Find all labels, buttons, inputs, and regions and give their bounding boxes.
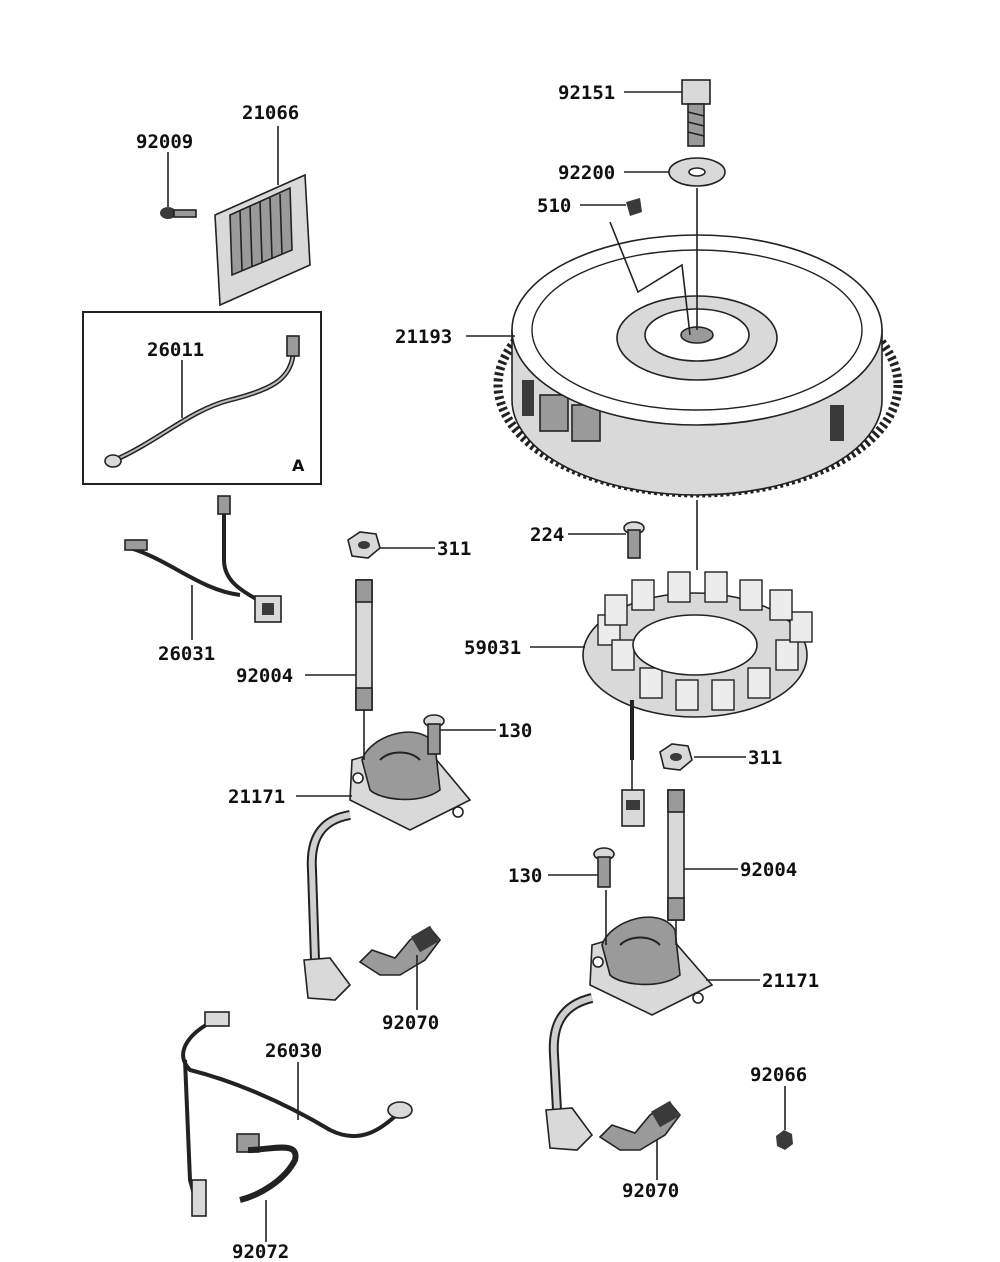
label-224: 224 [530, 524, 564, 546]
label-21171-left: 21171 [228, 786, 285, 808]
label-92151: 92151 [558, 82, 615, 104]
label-311-left: 311 [437, 538, 471, 560]
label-92070-right: 92070 [622, 1180, 679, 1202]
label-92072: 92072 [232, 1241, 289, 1262]
wire-harness-26030[interactable] [181, 1011, 413, 1217]
label-26030: 26030 [265, 1040, 322, 1062]
label-510: 510 [537, 195, 571, 217]
leader-lines [167, 91, 786, 1242]
stud-92004-left[interactable] [355, 579, 373, 711]
stud-92004-right[interactable] [667, 789, 685, 921]
regulator-21066[interactable] [214, 173, 311, 307]
nut-311-right[interactable] [659, 743, 693, 771]
ignition-coil-21171-right[interactable] [545, 916, 714, 1151]
label-21066: 21066 [242, 102, 299, 124]
flywheel-part[interactable] [493, 221, 903, 498]
inset-box-a [82, 311, 322, 485]
spark-plug-92070-left[interactable] [358, 925, 442, 976]
label-130-left: 130 [498, 720, 532, 742]
label-92004-right: 92004 [740, 859, 797, 881]
bolt-92151[interactable] [681, 79, 711, 147]
label-59031: 59031 [464, 637, 521, 659]
nut-92066[interactable] [776, 1130, 793, 1150]
label-130-right: 130 [508, 865, 542, 887]
label-21193: 21193 [395, 326, 452, 348]
screw-92009[interactable] [160, 207, 197, 219]
inset-letter-a: A [292, 456, 305, 475]
wire-harness-26011[interactable] [104, 335, 300, 468]
bolt-130-left[interactable] [423, 714, 445, 755]
label-92200: 92200 [558, 162, 615, 184]
ignition-coil-21171-left[interactable] [303, 731, 472, 1001]
bolt-130-right[interactable] [593, 847, 615, 888]
wire-harness-26031[interactable] [124, 495, 282, 623]
label-92070-left: 92070 [382, 1012, 439, 1034]
label-92004-left: 92004 [236, 665, 293, 687]
label-311-right: 311 [748, 747, 782, 769]
label-92009: 92009 [136, 131, 193, 153]
nut-311-left[interactable] [347, 531, 381, 559]
clip-92072[interactable] [236, 1133, 299, 1203]
label-21171-right: 21171 [762, 970, 819, 992]
label-92066: 92066 [750, 1064, 807, 1086]
stator-59031[interactable] [582, 571, 813, 827]
label-26031: 26031 [158, 643, 215, 665]
label-26011: 26011 [147, 339, 204, 361]
washer-92200[interactable] [668, 157, 726, 187]
key-510[interactable] [626, 198, 642, 216]
spark-plug-92070-right[interactable] [598, 1100, 682, 1151]
screw-224[interactable] [623, 521, 645, 559]
